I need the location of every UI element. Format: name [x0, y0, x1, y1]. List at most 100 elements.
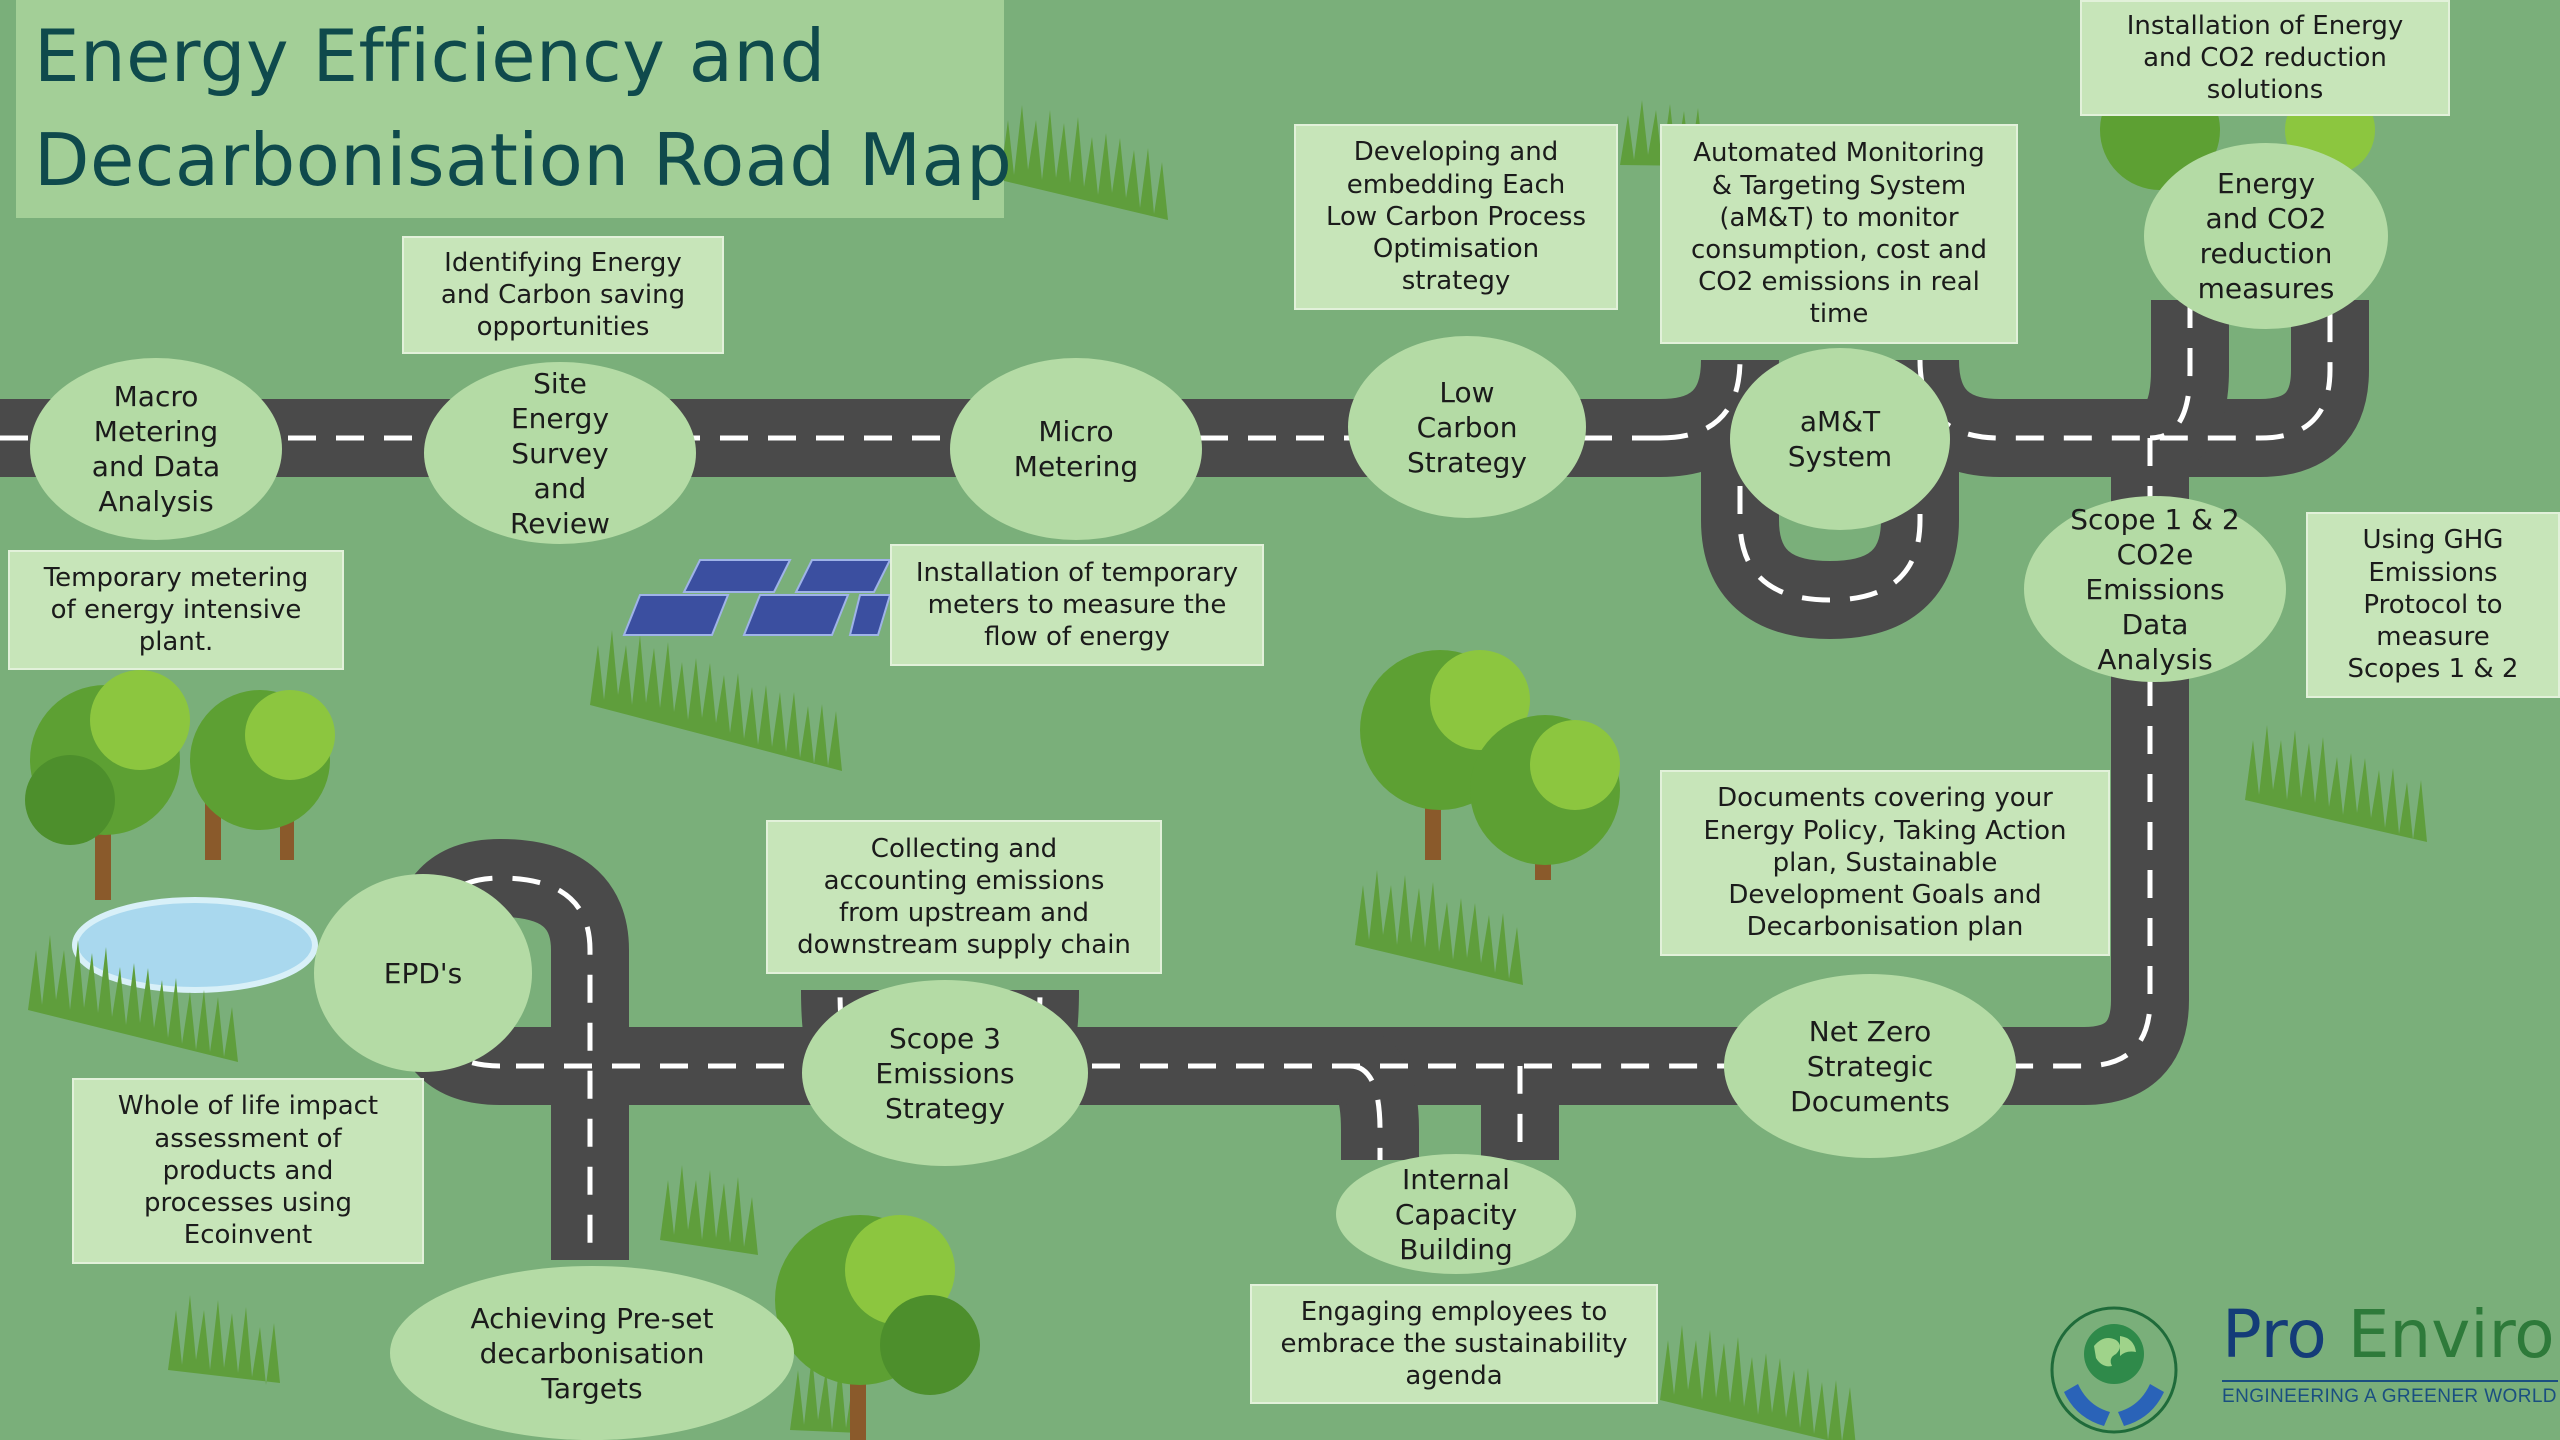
label-line: Strategic	[1806, 1049, 1934, 1083]
label-line: measure	[2376, 622, 2490, 653]
label-line: Micro	[1038, 415, 1114, 448]
label-line: Development Goals and	[1728, 880, 2042, 911]
label-line: Scope 3	[888, 1021, 1001, 1055]
grass-tuft	[2245, 725, 2427, 842]
label-line: Capacity	[1394, 1197, 1518, 1231]
page-title-line-2: Decarbonisation Road Map	[34, 118, 1013, 202]
label-line: Documents covering your	[1717, 783, 2053, 814]
label-line: assessment of	[154, 1123, 342, 1154]
brand-name: Pro Enviro	[2222, 1296, 2555, 1373]
label-line: Engaging employees to	[1300, 1296, 1608, 1327]
label-line: flow of energy	[984, 622, 1170, 653]
tree-cluster	[775, 1215, 980, 1440]
label-line: Emissions	[2368, 557, 2498, 588]
label-line: Protocol to	[2363, 589, 2503, 620]
label-line: Macro	[113, 380, 199, 413]
brand-name-pro: Pro	[2222, 1296, 2327, 1373]
label-line: plan, Sustainable	[1772, 847, 1998, 878]
road-segment	[1600, 438, 2189, 1105]
label-line: Low	[1439, 375, 1495, 409]
label-line: downstream supply chain	[797, 930, 1131, 961]
label-line: and Carbon saving	[440, 279, 686, 310]
label-line: processes using	[144, 1188, 352, 1219]
label-line: of energy intensive	[50, 594, 302, 625]
label-line: Analysis	[2097, 642, 2213, 676]
label-line: Installation of temporary	[915, 557, 1239, 588]
brand-divider	[2222, 1380, 2558, 1382]
label-line: and CO2	[2205, 202, 2327, 235]
grass-tuft	[790, 1355, 860, 1433]
label-line: Documents	[1790, 1084, 1950, 1118]
label-line: products and	[162, 1155, 334, 1186]
label-line: Emissions	[875, 1056, 1015, 1090]
label-line: Survey	[511, 436, 609, 470]
brand-name-enviro: Enviro	[2326, 1296, 2555, 1373]
label-line: reduction	[2199, 237, 2333, 270]
label-line: Scope 1 & 2	[2070, 502, 2240, 536]
label-line: Net Zero	[1808, 1014, 1932, 1048]
label-line: System	[1787, 440, 1893, 473]
road-center-line	[1737, 438, 1923, 603]
label-line: agenda	[1405, 1361, 1503, 1392]
label-line: and CO2 reduction	[2143, 42, 2387, 73]
label-line: and	[533, 471, 587, 505]
road-segment	[1335, 1027, 1419, 1169]
label-line: Emissions	[2085, 572, 2225, 606]
grass-tuft	[1355, 870, 1523, 985]
label-line: EPD's	[383, 956, 463, 990]
label-line: decarbonisation	[479, 1336, 705, 1370]
label-line: Metering	[1013, 450, 1139, 483]
label-line: Site	[533, 366, 587, 400]
stage-epds[interactable]: EPD's	[314, 874, 532, 1072]
title-banner: Energy Efficiency and Decarbonisation Ro…	[16, 0, 1012, 218]
note-amt-description: Automated Monitoring& Targeting System(a…	[1660, 124, 2018, 344]
label-line: Collecting and	[870, 833, 1058, 864]
label-line: accounting emissions	[823, 865, 1105, 896]
label-line: Automated Monitoring	[1693, 138, 1985, 169]
label-line: embrace the sustainability	[1280, 1328, 1628, 1359]
label-line: (aM&T) to monitor	[1719, 202, 1959, 233]
grass-tuft	[590, 630, 842, 771]
label-line: Strategy	[1407, 445, 1527, 479]
grass-tuft	[660, 1165, 758, 1255]
tree-cluster	[25, 670, 335, 900]
label-line: Data	[2121, 607, 2189, 641]
grass-tuft	[1000, 105, 1168, 220]
label-line: Energy	[510, 401, 610, 435]
label-line: Low Carbon Process	[1325, 201, 1587, 232]
label-line: CO2 emissions in real	[1698, 267, 1980, 298]
label-line: Energy Policy, Taking Action	[1703, 815, 2067, 846]
label-line: opportunities	[476, 312, 650, 343]
label-line: Energy	[2216, 167, 2316, 200]
road-center-line	[1659, 359, 1743, 441]
road-center-line	[1917, 300, 2333, 441]
brand-tagline: ENGINEERING A GREENER WORLD	[2222, 1386, 2557, 1407]
label-line: Metering	[93, 415, 219, 448]
label-line: & Targeting System	[1711, 170, 1967, 201]
label-line: Achieving Pre-set	[470, 1301, 714, 1335]
label-line: measures	[2197, 272, 2335, 305]
label-line: strategy	[1401, 266, 1511, 297]
label-line: Review	[510, 506, 610, 540]
solar-panel-array	[622, 559, 892, 636]
label-line: Building	[1399, 1232, 1513, 1266]
label-line: CO2e	[2116, 537, 2194, 571]
label-line: from upstream and	[838, 898, 1090, 928]
